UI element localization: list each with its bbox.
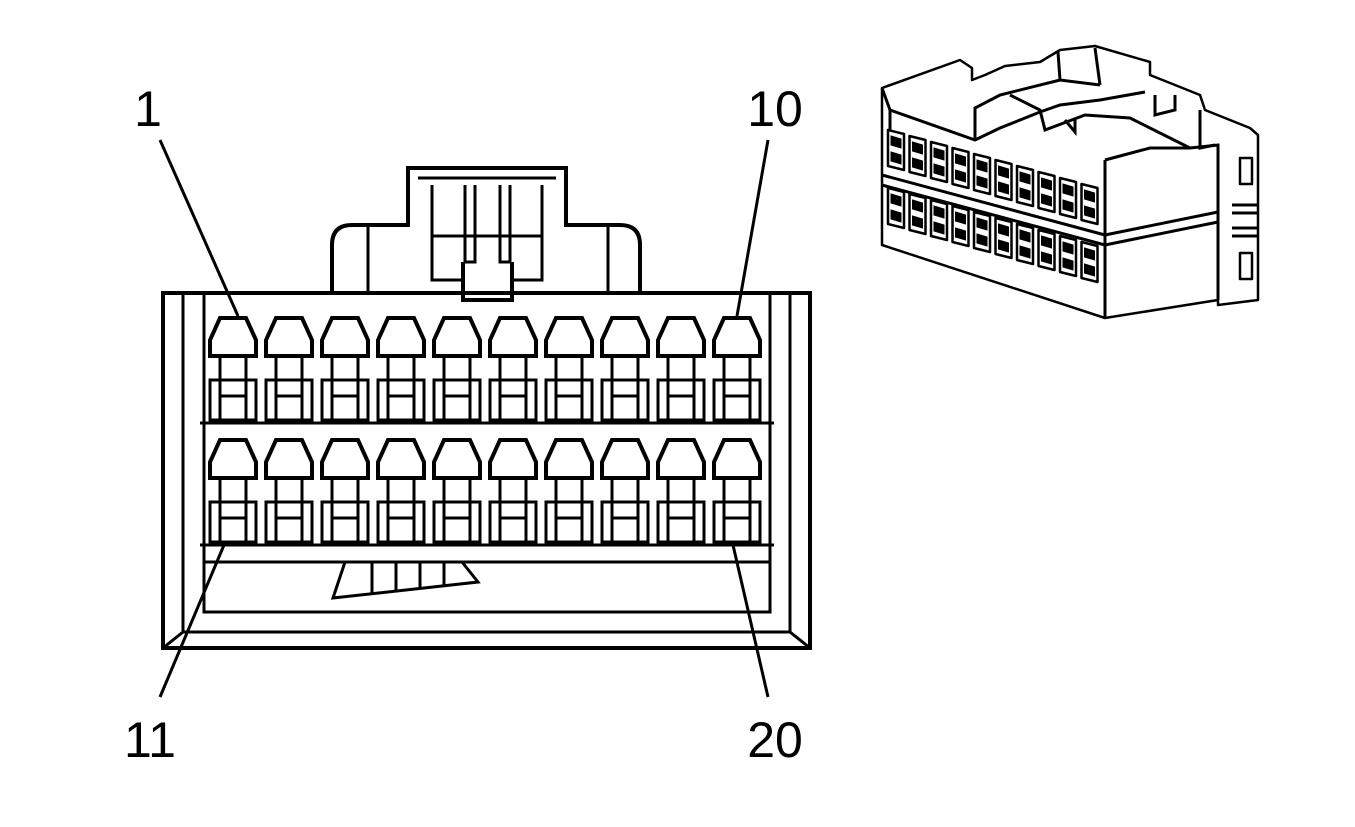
iso-cavity xyxy=(929,140,949,184)
iso-cavity xyxy=(886,128,906,172)
iso-cavity xyxy=(1037,170,1056,214)
iso-cavity xyxy=(1080,182,1099,226)
pin-cavity-4 xyxy=(376,316,426,422)
iso-cavity xyxy=(929,198,949,242)
leader-lines xyxy=(158,139,770,698)
pin-cavity-3 xyxy=(320,316,370,422)
pin-cavity-12 xyxy=(264,438,314,544)
pin-cavity-15 xyxy=(432,438,482,544)
pin-cavity-1 xyxy=(208,316,258,422)
pin-cavity-6 xyxy=(488,316,538,422)
latch-tab xyxy=(330,166,642,302)
iso-cavity xyxy=(1037,228,1056,272)
iso-cavity xyxy=(908,134,927,178)
pin-cavity-7 xyxy=(544,316,594,422)
iso-cavity xyxy=(1015,164,1035,208)
connector-isometric-view xyxy=(880,44,1260,320)
pin-cavity-14 xyxy=(376,438,426,544)
iso-cavity xyxy=(972,152,992,196)
pin-cavity-11 xyxy=(208,438,258,544)
pin-label-11: 11 xyxy=(124,712,176,768)
pin-label-20: 20 xyxy=(747,712,803,768)
pin-cavities xyxy=(208,316,762,544)
pin-cavity-16 xyxy=(488,438,538,544)
pin-cavity-20 xyxy=(712,438,762,544)
iso-cavity xyxy=(951,204,970,248)
connector-face-view: 1 10 11 20 xyxy=(124,81,812,768)
pin-cavity-13 xyxy=(320,438,370,544)
iso-cavity xyxy=(994,216,1013,260)
iso-cavity xyxy=(1058,234,1078,278)
leader-line-pin-1 xyxy=(158,139,240,317)
pin-label-1: 1 xyxy=(134,81,162,137)
pin-cavity-19 xyxy=(656,438,706,544)
iso-cavity xyxy=(972,210,992,254)
iso-cavity xyxy=(994,158,1013,202)
pin-cavity-10 xyxy=(712,316,762,422)
pin-cavity-5 xyxy=(432,316,482,422)
pin-cavity-2 xyxy=(264,316,314,422)
keying-feature xyxy=(330,561,481,600)
pin-cavity-17 xyxy=(544,438,594,544)
leader-line-pin-11 xyxy=(158,544,226,698)
pin-cavity-9 xyxy=(656,316,706,422)
iso-cavity xyxy=(1058,176,1078,220)
leader-line-pin-20 xyxy=(731,544,770,698)
pin-cavity-8 xyxy=(600,316,650,422)
pin-label-10: 10 xyxy=(747,81,803,137)
iso-cavity xyxy=(886,186,906,230)
iso-cavity xyxy=(951,146,970,190)
connector-housing xyxy=(161,291,812,650)
leader-line-pin-10 xyxy=(735,139,770,317)
iso-cavity xyxy=(1080,240,1099,284)
iso-cavity xyxy=(908,192,927,236)
pin-cavity-18 xyxy=(600,438,650,544)
iso-cavity xyxy=(1015,222,1035,266)
